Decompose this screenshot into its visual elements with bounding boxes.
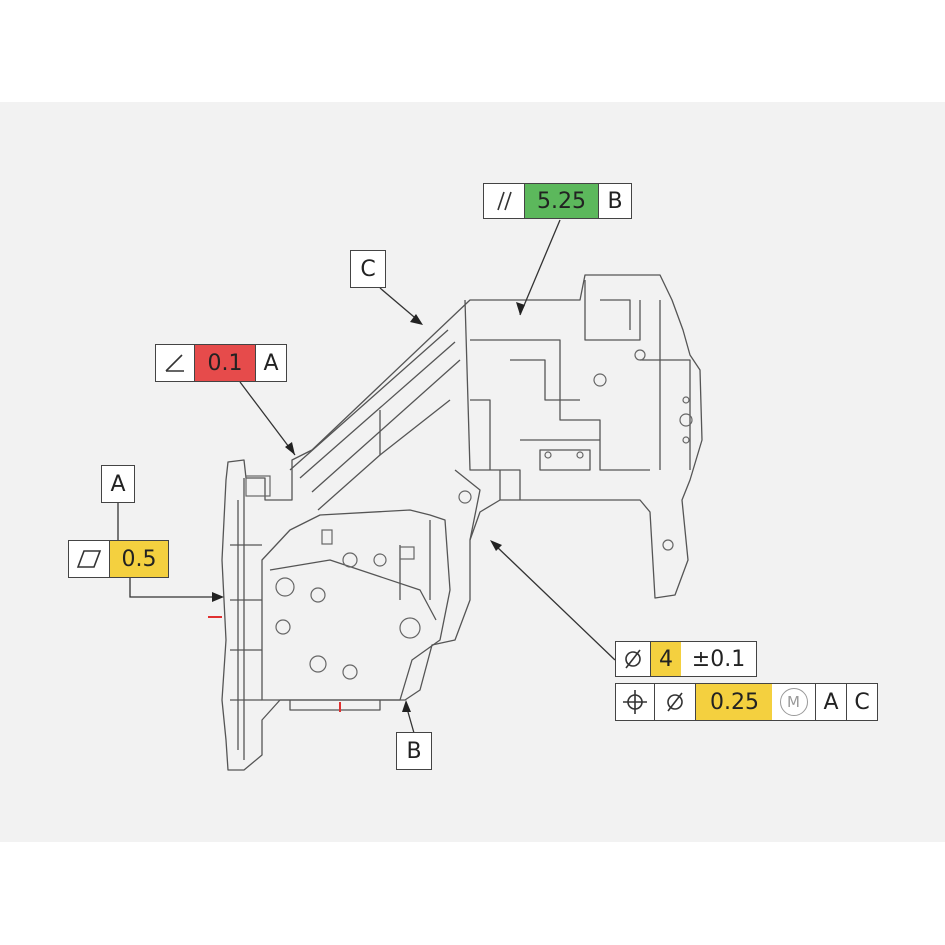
max-material-condition-icon: M: [779, 688, 808, 716]
position-icon: [623, 690, 647, 714]
position-diameter-cell: [654, 683, 696, 721]
position-datum-2-label: C: [846, 683, 878, 721]
parallelism-datum-label: B: [598, 183, 632, 219]
position-datum-1-label: A: [815, 683, 847, 721]
diameter-icon: [625, 649, 641, 669]
position-modifier-cell: M: [772, 683, 816, 721]
diameter-icon: [667, 692, 683, 712]
parallelism-symbol-cell: [483, 183, 525, 219]
position-modifier-label: M: [787, 693, 800, 711]
parallelism-icon: [497, 191, 512, 211]
flatness-symbol-cell: [68, 540, 110, 578]
angularity-symbol-cell: [155, 344, 195, 382]
flatness-icon: [76, 550, 102, 568]
position-tolerance-value: 0.25: [695, 683, 773, 721]
datum-a-label: A: [101, 465, 135, 503]
angularity-tolerance-value: 0.1: [194, 344, 256, 382]
position-symbol-cell: [615, 683, 655, 721]
angularity-datum-label: A: [255, 344, 287, 382]
angularity-icon: [165, 354, 184, 372]
datum-c-label: C: [350, 250, 386, 288]
datum-b-label: B: [396, 732, 432, 770]
flatness-tolerance-value: 0.5: [109, 540, 169, 578]
hole-size-value: 4: [650, 641, 682, 677]
parallelism-tolerance-value: 5.25: [524, 183, 599, 219]
hole-size-tolerance: ±0.1: [681, 641, 757, 677]
hole-diameter-symbol-cell: [615, 641, 651, 677]
